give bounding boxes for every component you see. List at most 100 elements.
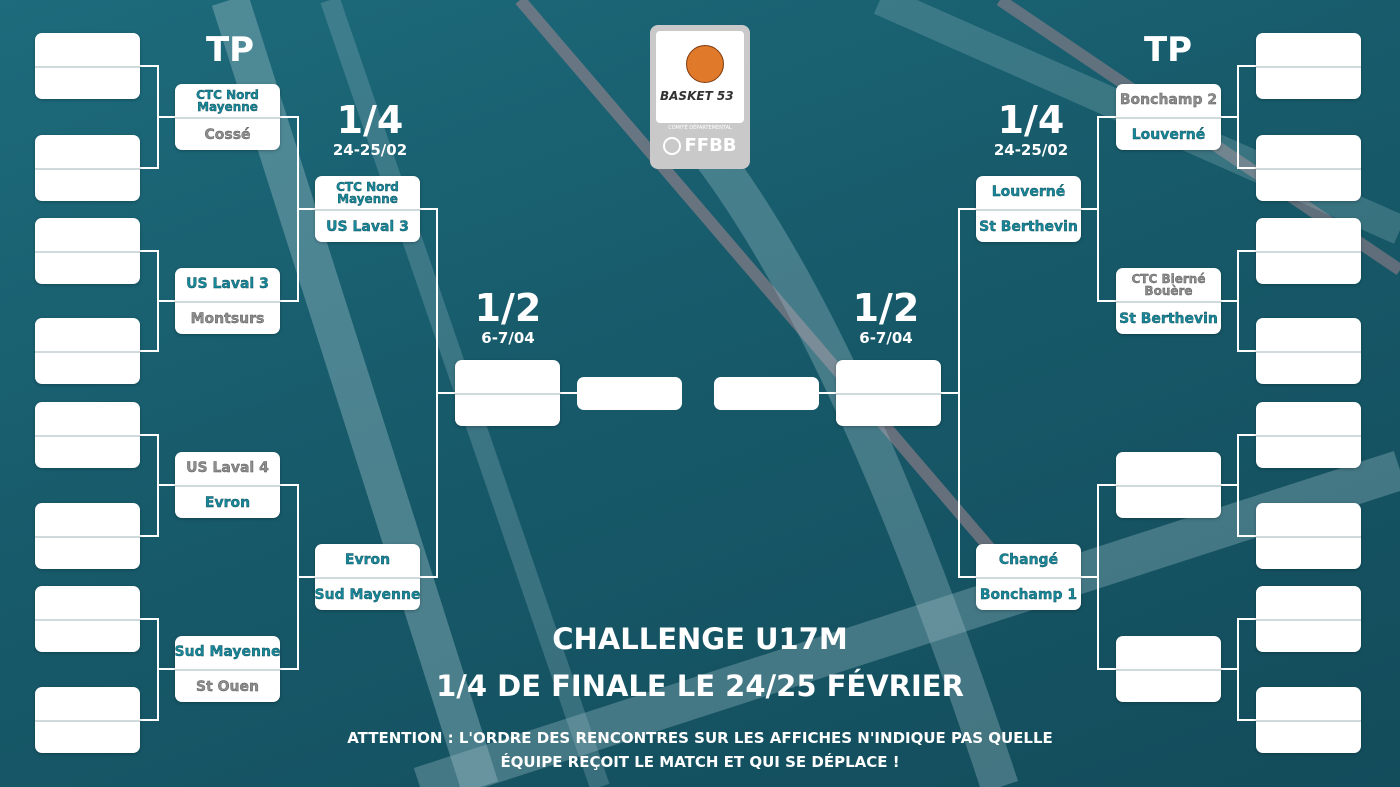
team-slot: Sud Mayenne <box>315 577 420 612</box>
right-quarter-heading: 1/4 <box>997 98 1065 142</box>
left-round1-match <box>35 402 140 468</box>
team-slot <box>1256 218 1361 251</box>
footer-title: CHALLENGE U17M <box>552 622 848 656</box>
team-slot <box>35 503 140 536</box>
team-slot: CTC Bierné Bouère <box>1131 271 1206 298</box>
team-slot <box>35 351 140 386</box>
left-round1-match <box>35 318 140 384</box>
logo-brand: BASKET 53 <box>660 89 734 103</box>
team-slot: Bonchamp 1 <box>976 577 1081 612</box>
connector-line <box>1237 434 1256 537</box>
connector-line <box>1237 250 1256 352</box>
team-slot <box>35 33 140 66</box>
right-quarter-date: 24-25/02 <box>993 141 1069 159</box>
team-slot: Evron <box>175 485 280 520</box>
right-quarter-match: Louverné St Berthevin <box>976 176 1081 242</box>
left-final-slot <box>577 377 682 410</box>
team-slot: St Berthevin <box>976 209 1081 244</box>
ffbb-text: FFBB <box>684 135 737 156</box>
team-slot: St Berthevin <box>1116 301 1221 336</box>
left-semi-date: 6-7/04 <box>481 329 535 347</box>
team-slot <box>1116 669 1221 704</box>
team-slot <box>1256 351 1361 386</box>
connector-line <box>1237 65 1256 169</box>
right-round1-match <box>1256 402 1361 468</box>
team-slot: US Laval 3 <box>315 209 420 244</box>
team-slot <box>836 360 941 393</box>
team-slot: CTC Nord Mayenne <box>196 87 259 114</box>
right-round1-match <box>1256 318 1361 384</box>
team-slot: Evron <box>344 552 391 568</box>
team-slot: Changé <box>998 552 1059 568</box>
left-quarter-match: CTC Nord Mayenne US Laval 3 <box>315 176 420 242</box>
team-slot: CTC Nord Mayenne <box>336 179 399 206</box>
team-slot <box>35 135 140 168</box>
right-semi-match <box>836 360 941 426</box>
team-slot: US Laval 3 <box>186 276 269 292</box>
right-round1-match <box>1256 687 1361 753</box>
team-slot <box>455 393 560 428</box>
team-slot <box>1256 402 1361 435</box>
team-slot <box>1256 720 1361 755</box>
team-slot <box>1256 503 1361 536</box>
right-semi-date: 6-7/04 <box>859 329 913 347</box>
team-slot <box>35 251 140 286</box>
connector-line <box>140 250 159 352</box>
team-slot <box>1256 586 1361 619</box>
team-slot <box>1256 135 1361 168</box>
left-round1-match <box>35 218 140 284</box>
left-semi-heading: 1/2 <box>474 286 542 330</box>
team-slot <box>35 402 140 435</box>
team-slot <box>35 218 140 251</box>
connector-line <box>140 434 159 537</box>
team-slot: US Laval 4 <box>186 460 269 476</box>
left-round1-match <box>35 687 140 753</box>
team-slot <box>35 435 140 470</box>
left-round1-match <box>35 135 140 201</box>
connector-line <box>958 208 976 578</box>
team-slot: Montsurs <box>175 301 280 336</box>
team-slot: Sud Mayenne <box>175 644 280 660</box>
footer-notice-line1: ATTENTION : L'ORDRE DES RENCONTRES SUR L… <box>347 729 1053 747</box>
team-slot <box>1256 33 1361 66</box>
connector-line <box>280 116 299 302</box>
right-round1-match <box>1256 33 1361 99</box>
team-slot <box>1256 536 1361 571</box>
team-slot <box>1256 318 1361 351</box>
team-slot: Louverné <box>991 184 1066 200</box>
right-tp-heading: TP <box>1143 30 1193 70</box>
left-round1-match <box>35 586 140 652</box>
left-round1-match <box>35 33 140 99</box>
team-slot: Cossé <box>175 117 280 152</box>
team-slot <box>1256 168 1361 203</box>
ffbb-ball-icon <box>663 137 682 155</box>
team-slot <box>35 586 140 619</box>
right-round1-match <box>1256 135 1361 201</box>
team-slot: St Ouen <box>175 669 280 704</box>
team-slot <box>1256 619 1361 654</box>
connector-line <box>420 208 438 578</box>
right-round1-match <box>1256 586 1361 652</box>
basket53-logo: BASKET 53 COMITÉ DÉPARTEMENTAL FFBB <box>650 25 750 169</box>
connector-line <box>140 65 159 169</box>
logo-federation: FFBB <box>650 135 750 156</box>
team-slot <box>1256 66 1361 101</box>
basketball-icon <box>686 45 724 83</box>
left-quarter-heading: 1/4 <box>336 98 404 142</box>
team-slot <box>836 393 941 428</box>
left-round2-match: Sud Mayenne St Ouen <box>175 636 280 702</box>
team-slot <box>35 168 140 203</box>
connector-line <box>1097 116 1116 302</box>
team-slot <box>1116 452 1221 485</box>
team-slot <box>35 66 140 101</box>
right-round2-match <box>1116 636 1221 702</box>
left-quarter-date: 24-25/02 <box>332 141 408 159</box>
team-slot: Bonchamp 2 <box>1119 92 1218 108</box>
right-final-slot <box>714 377 819 410</box>
right-round1-match <box>1256 503 1361 569</box>
